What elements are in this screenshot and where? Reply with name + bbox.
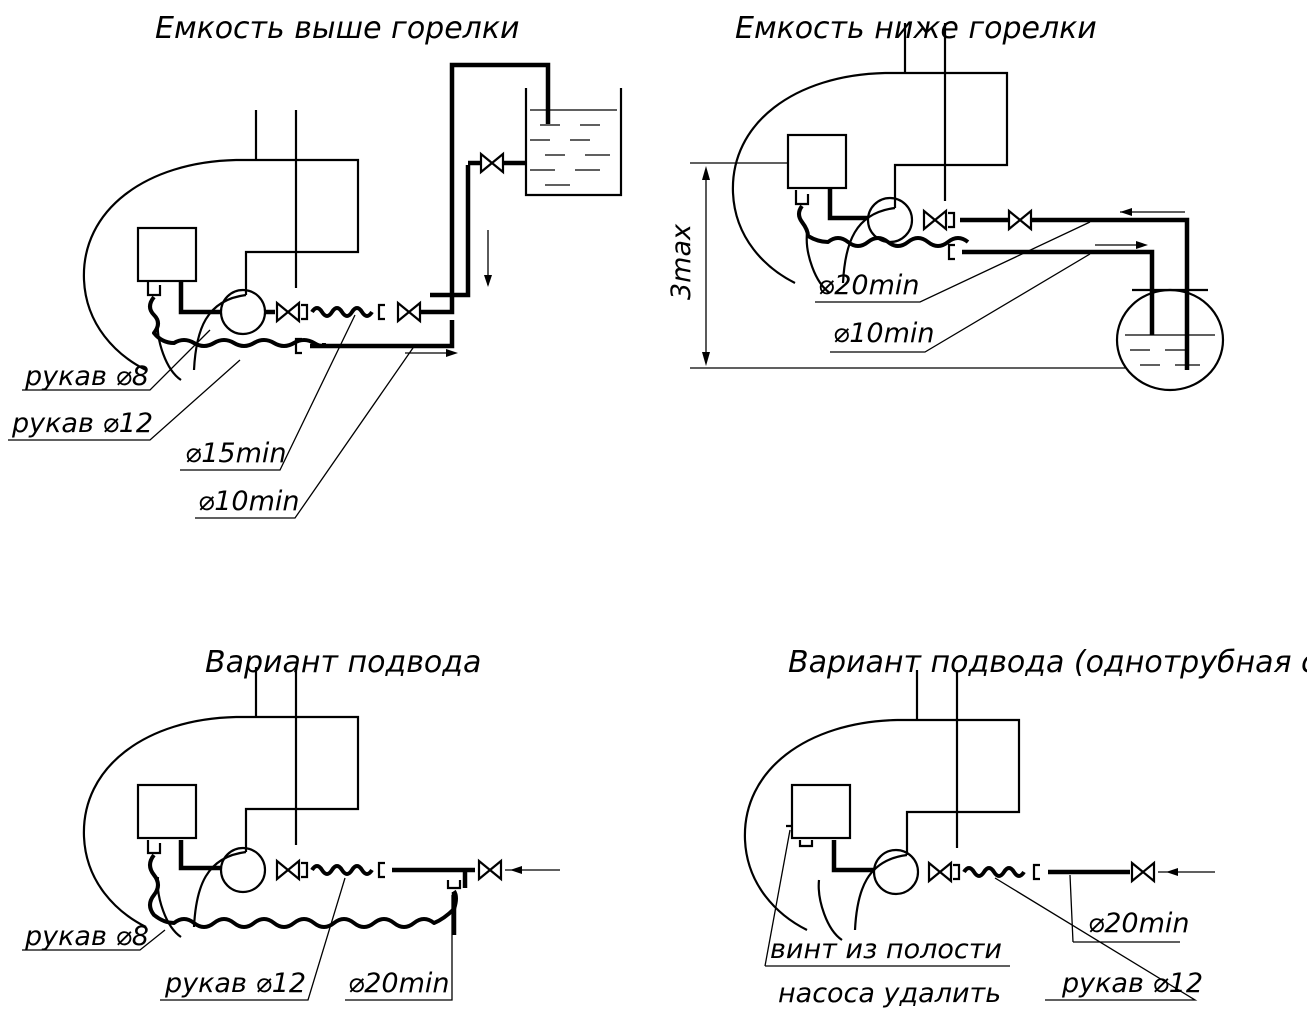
leader-lines-2 <box>815 221 1091 353</box>
pump-circle-1 <box>219 288 267 336</box>
valve-icon <box>396 301 422 323</box>
coupling-icon <box>299 303 309 321</box>
hose-12-segment <box>310 306 374 318</box>
tee-fitting-3 <box>446 880 462 890</box>
valve-icon <box>275 301 301 323</box>
scheme3-title: Вариант подвода <box>205 645 481 680</box>
scheme-tank-above-burner: Емкость выше горелки <box>8 11 623 519</box>
hose-return-2 <box>797 204 970 248</box>
coupling-icon <box>951 863 961 881</box>
pump-connection-4 <box>831 840 874 873</box>
coupling-icon <box>947 243 957 261</box>
coupling-icon <box>377 303 387 321</box>
label-screw-line1: винт из полости <box>770 934 1002 965</box>
tank-liquid-lines-2 <box>1125 334 1215 366</box>
burner-housing-4 <box>743 668 1021 942</box>
tank-2 <box>1115 288 1225 392</box>
pump-box-3 <box>136 783 198 840</box>
hose-8-long <box>148 853 458 929</box>
burner-housing-3 <box>82 665 360 939</box>
scheme-one-pipe-system: Вариант подвода (однотрубная система) ⌀2… <box>743 645 1307 1009</box>
return-pipe-2 <box>962 249 1155 335</box>
return-pipe-1 <box>310 320 455 349</box>
tank-liquid-lines <box>530 109 617 186</box>
pump-circle-3 <box>219 846 267 894</box>
coupling-icon <box>377 861 387 879</box>
dimension-label: 3max <box>666 223 697 300</box>
scheme2-title: Емкость ниже горелки <box>735 11 1097 46</box>
pump-fitting-2 <box>794 190 810 206</box>
pump-connection-3 <box>178 840 221 871</box>
coupling-icon <box>299 861 309 879</box>
label-hose-8: рукав ⌀8 <box>24 361 149 392</box>
valve-icon <box>1130 861 1156 883</box>
leader-lines-1 <box>8 314 416 519</box>
leader-lines-4 <box>764 829 1198 1001</box>
label-d15: ⌀15min <box>185 438 287 469</box>
label-d20-3: ⌀20min <box>348 968 450 999</box>
valve-icon <box>922 209 948 231</box>
hose-12-segment-4 <box>962 866 1026 878</box>
label-d10: ⌀10min <box>198 486 300 517</box>
scheme4-title: Вариант подвода (однотрубная система) <box>788 645 1307 680</box>
pump-connection-2 <box>827 188 868 221</box>
valve-icon <box>479 152 505 174</box>
supply-pipe-2 <box>960 217 1190 370</box>
pump-box-1 <box>136 226 198 283</box>
valve-icon <box>275 859 301 881</box>
tank-1 <box>524 88 623 197</box>
label-screw-line2: насоса удалить <box>778 978 1001 1009</box>
valve-icon <box>477 859 503 881</box>
pump-circle-2 <box>866 196 914 244</box>
coupling-icon <box>1032 863 1042 881</box>
label-hose-8-3: рукав ⌀8 <box>24 921 149 952</box>
supply-pipe-1 <box>420 62 551 315</box>
scheme-supply-variant: Вариант подвода рукав ⌀8 рукав ⌀12 ⌀20mi… <box>22 645 560 1001</box>
scheme-tank-below-burner: Емкость ниже горелки <box>666 11 1225 392</box>
label-d20: ⌀20min <box>818 270 920 301</box>
pump-box-2 <box>786 133 848 190</box>
pump-fitting-1 <box>146 282 162 297</box>
pump-fitting-3 <box>146 840 162 855</box>
plug-screw-4 <box>786 824 814 848</box>
valve-icon <box>927 861 953 883</box>
label-d10-2: ⌀10min <box>833 318 935 349</box>
pump-box-4 <box>790 783 852 840</box>
scheme1-title: Емкость выше горелки <box>155 11 519 46</box>
label-hose-12-4: рукав ⌀12 <box>1061 968 1203 999</box>
label-d20-4: ⌀20min <box>1088 908 1190 939</box>
label-hose-12-3: рукав ⌀12 <box>164 968 306 999</box>
coupling-icon <box>946 211 956 229</box>
leader-lines-3 <box>22 877 453 1001</box>
hose-12-segment-3 <box>310 864 374 876</box>
pump-connection-1 <box>178 282 221 315</box>
valve-icon <box>1007 209 1033 231</box>
label-hose-12: рукав ⌀12 <box>11 408 153 439</box>
dimension-3max <box>690 162 1125 369</box>
drain-pipe-1 <box>430 165 471 298</box>
